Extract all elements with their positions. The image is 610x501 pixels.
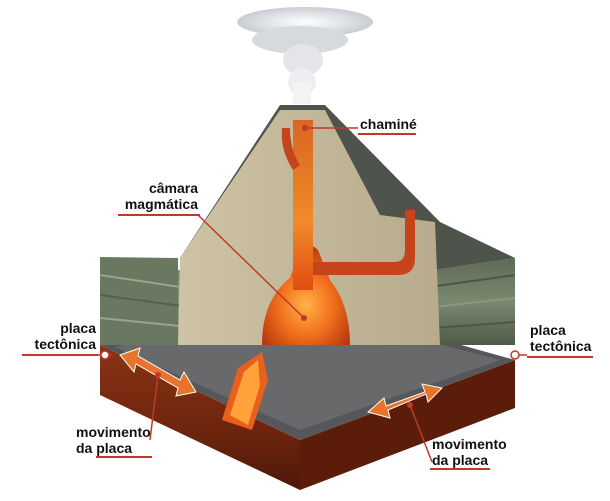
plate-arrow-right <box>366 383 444 419</box>
label-magma-chamber-line2: magmática <box>124 196 198 212</box>
main-conduit <box>293 120 313 290</box>
label-movement-right-line2: da placa <box>432 452 489 468</box>
label-plate-left: placa tectônica <box>20 320 96 352</box>
magma-chamber <box>262 245 350 345</box>
label-movement-left: movimento da placa <box>76 424 151 456</box>
label-movement-left-line2: da placa <box>76 440 133 456</box>
label-magma-chamber: câmara magmática <box>118 180 198 212</box>
label-movement-right-line1: movimento <box>432 436 507 452</box>
label-movement-left-underline <box>96 456 152 458</box>
label-movement-right-underline <box>430 468 490 470</box>
label-chimney-underline <box>358 133 416 135</box>
label-plate-left-line2: tectônica <box>34 336 96 352</box>
label-plate-right: placa tectônica <box>530 322 591 354</box>
label-plate-left-underline <box>22 354 98 356</box>
label-movement-right: movimento da placa <box>432 436 507 468</box>
label-magma-chamber-underline <box>118 214 200 216</box>
label-magma-chamber-line1: câmara <box>148 180 198 196</box>
label-plate-right-line1: placa <box>530 322 566 338</box>
label-plate-right-line2: tectônica <box>530 338 592 354</box>
smoke-plume <box>237 7 373 104</box>
label-plate-left-line1: placa <box>60 320 96 336</box>
label-movement-left-line1: movimento <box>76 424 151 440</box>
side-conduit <box>313 210 415 275</box>
label-plate-right-underline <box>527 356 593 358</box>
label-chimney: chaminé <box>360 116 417 132</box>
